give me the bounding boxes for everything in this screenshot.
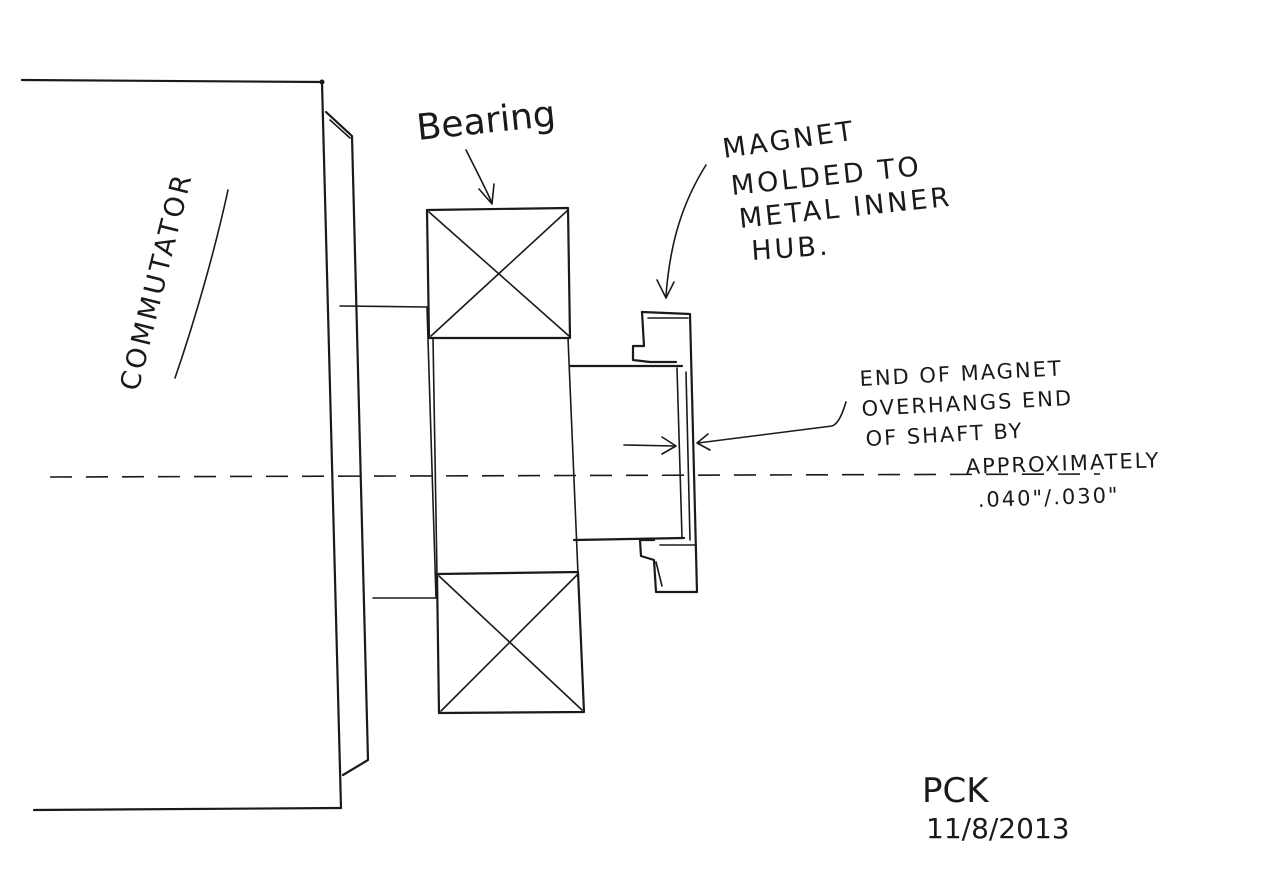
center-line — [49, 473, 1101, 478]
magnet-note: MAGNET MOLDED TO METAL INNER HUB. — [656, 116, 954, 299]
overhang-note: END OF MAGNET OVERHANGS END OF SHAFT BY … — [859, 356, 1161, 512]
magnet-hub — [631, 310, 699, 594]
bearing-arrow — [465, 149, 493, 204]
bearing-upper — [425, 206, 572, 340]
commutator-underline — [174, 189, 229, 379]
bearing-lower — [435, 570, 586, 715]
magnet-note-line-4: HUB. — [750, 231, 831, 267]
commutator-body — [20, 78, 370, 812]
overhang-note-line-5: .040"/.030" — [977, 483, 1120, 512]
overhang-note-line-4: APPROXIMATELY — [965, 448, 1160, 479]
signature-date: 11/8/2013 — [926, 812, 1070, 845]
bearing-text: Bearing — [415, 94, 558, 149]
commutator-text: COMMUTATOR — [115, 169, 199, 394]
shaft-end — [568, 364, 686, 542]
signature: PCK 11/8/2013 — [922, 771, 1070, 845]
commutator-label: COMMUTATOR — [115, 169, 229, 394]
shaft — [339, 305, 438, 599]
signature-initials: PCK — [922, 771, 990, 811]
bearing-callout: Bearing — [415, 94, 558, 205]
bearing-center — [567, 337, 579, 575]
magnet-arrow — [665, 164, 707, 297]
overhang-note-line-3: OF SHAFT BY — [865, 419, 1024, 451]
overhang-note-line-2: OVERHANGS END — [861, 386, 1074, 421]
magnet-note-line-1: MAGNET — [721, 116, 858, 165]
overhang-note-line-1: END OF MAGNET — [859, 356, 1063, 391]
overhang-arrows — [623, 401, 847, 455]
